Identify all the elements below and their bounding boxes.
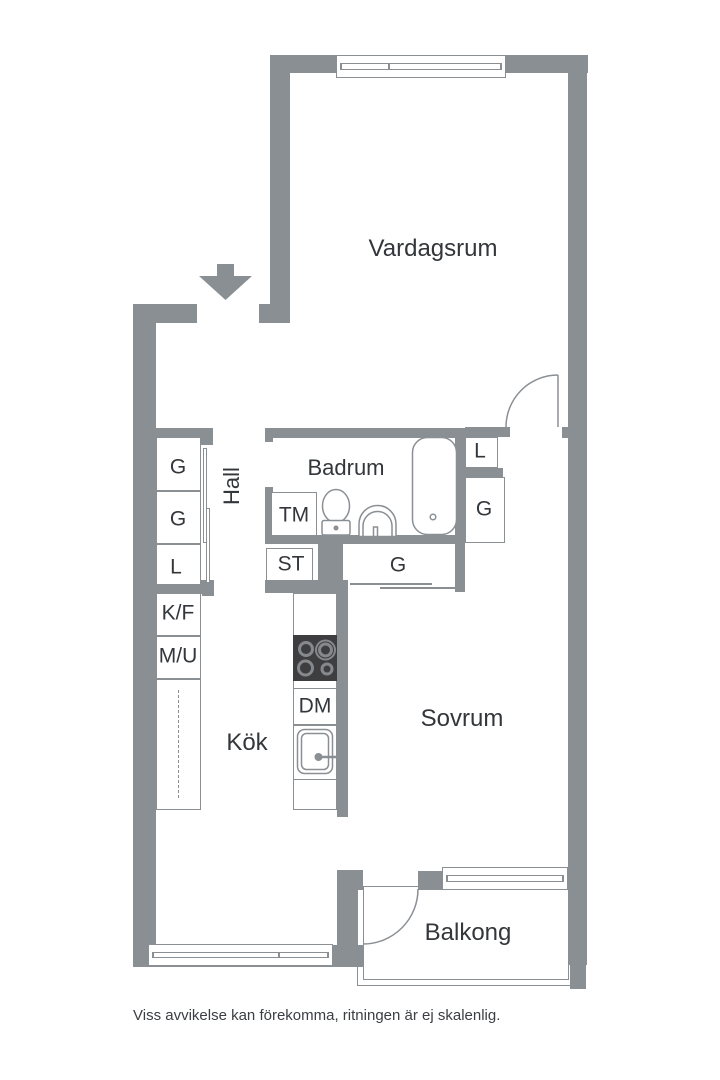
wall-balcony-corner-block	[570, 962, 586, 989]
closet-label-g2: G	[169, 507, 187, 531]
sliding-door-icon	[380, 587, 463, 589]
wall-badrum-bottom	[265, 535, 465, 544]
window-sovrum	[442, 867, 568, 890]
wall-badrum-left	[265, 487, 273, 543]
room-label-balkong: Balkong	[424, 919, 512, 946]
wall-balcony-left-pillar	[337, 890, 357, 967]
wall-hall-closet-top-cap	[201, 428, 213, 445]
wall-vardagsrum-left	[270, 55, 290, 323]
closet-label-g1: G	[169, 455, 187, 479]
wall-left-outer	[133, 304, 156, 967]
wall-hall-closet-bottom-cap	[202, 580, 214, 596]
window-glazing	[152, 952, 329, 958]
window-glazing	[446, 875, 564, 882]
wall-badrum-left-stub	[265, 428, 273, 442]
tm-box	[271, 492, 317, 536]
sliding-door-icon	[203, 448, 207, 543]
washbasin-icon	[358, 504, 397, 538]
g-right-box	[465, 477, 505, 543]
wall-tub-right	[455, 428, 465, 543]
wall-sovrum-door-left	[465, 427, 510, 437]
wall-closet-divider-right	[455, 543, 465, 592]
entry-arrow-icon	[199, 264, 252, 300]
appliance-label-kf: K/F	[161, 601, 195, 625]
room-label-hall: Hall	[219, 467, 244, 505]
counter-dashed-line	[178, 690, 179, 798]
hall-closet-box	[156, 437, 201, 585]
wall-kitchen-right	[337, 593, 348, 817]
door-swing-icon	[362, 888, 419, 945]
kitchen-sink-icon	[296, 728, 336, 775]
st-box	[266, 548, 313, 581]
window-kok	[148, 944, 333, 966]
closet-label-st: ST	[277, 552, 305, 576]
closet-label-g-mid: G	[389, 553, 407, 577]
wall-balcony-right-pillar	[418, 871, 442, 890]
dishwasher-box	[293, 688, 337, 725]
l-right-box	[465, 437, 498, 468]
wall-l-closet-bottom	[457, 468, 503, 477]
appliance-label-dm: DM	[298, 694, 332, 718]
appliance-label-tm: TM	[278, 503, 310, 527]
room-label-vardagsrum: Vardagsrum	[368, 235, 498, 262]
room-label-kok: Kök	[226, 729, 268, 756]
disclaimer-text: Viss avvikelse kan förekomma, ritningen …	[133, 1007, 501, 1024]
window-mullion	[278, 952, 280, 958]
stove-icon	[293, 635, 337, 681]
toilet-icon	[321, 488, 351, 536]
wall-entry-left	[133, 304, 197, 323]
sliding-door-icon	[206, 508, 210, 583]
wall-right-outer	[568, 55, 587, 965]
kf-divider	[156, 635, 201, 637]
hall-closet-divider-2	[156, 543, 201, 545]
room-label-sovrum: Sovrum	[420, 705, 504, 732]
mu-divider	[156, 678, 201, 680]
wall-kitchen-right-top	[265, 580, 348, 593]
window-vardagsrum	[336, 55, 506, 78]
wall-sovrum-door-right-stub	[562, 427, 568, 438]
closet-label-g-right: G	[475, 497, 493, 521]
wall-balcony-left-pillar-top	[337, 870, 363, 890]
appliance-label-mu: M/U	[158, 644, 198, 668]
bathtub-icon	[411, 436, 458, 536]
hall-closet-divider-1	[156, 490, 201, 492]
room-label-badrum: Badrum	[307, 455, 385, 480]
window-mullion	[388, 63, 390, 70]
closet-label-l-right: L	[474, 439, 486, 463]
sliding-door-icon	[350, 583, 432, 585]
window-glazing	[340, 63, 502, 70]
closet-label-l1: L	[170, 555, 182, 579]
door-swing-icon	[505, 374, 559, 428]
wall-badrum-top	[265, 428, 465, 438]
